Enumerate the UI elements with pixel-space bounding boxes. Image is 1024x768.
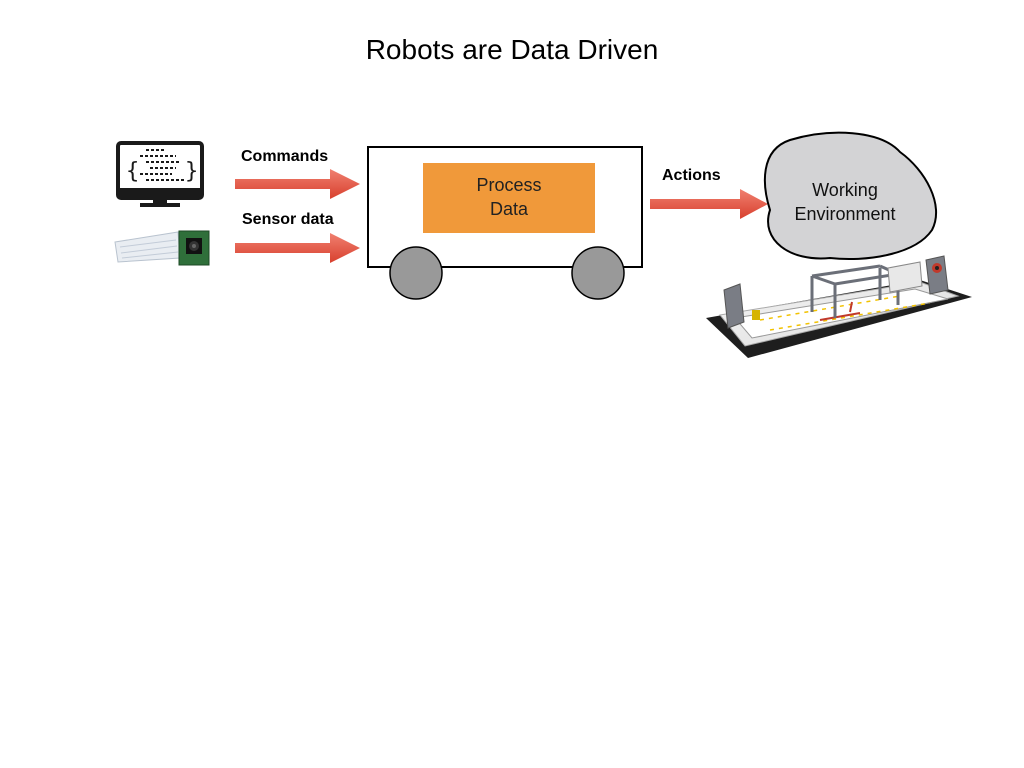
- working-environment-cloud: [763, 131, 938, 261]
- process-data-line-2: Data: [489, 199, 529, 219]
- sensor-data-label: Sensor data: [242, 211, 334, 228]
- process-data-box: [423, 163, 595, 233]
- svg-text:}: }: [185, 159, 198, 184]
- actions-arrow: [650, 189, 768, 219]
- working-environment-line-2: Environment: [794, 204, 896, 224]
- sensor-data-arrow: [235, 233, 360, 263]
- svg-text:{: {: [126, 159, 139, 184]
- slide-title: Robots are Data Driven: [365, 34, 659, 65]
- robot-wheel-left: [389, 246, 443, 300]
- process-data-text: Process Data: [423, 173, 595, 221]
- robot-wheel-right: [571, 246, 625, 300]
- camera-module-icon: [114, 230, 210, 266]
- commands-arrow: [235, 169, 360, 199]
- working-environment-line-1: Working: [812, 180, 878, 200]
- actions-label: Actions: [662, 167, 721, 184]
- process-data-line-1: Process: [476, 175, 542, 195]
- computer-monitor-icon: { }: [116, 141, 204, 207]
- robotics-field-icon: [706, 255, 972, 358]
- working-environment-text: Working Environment: [770, 178, 920, 226]
- commands-label: Commands: [241, 148, 329, 165]
